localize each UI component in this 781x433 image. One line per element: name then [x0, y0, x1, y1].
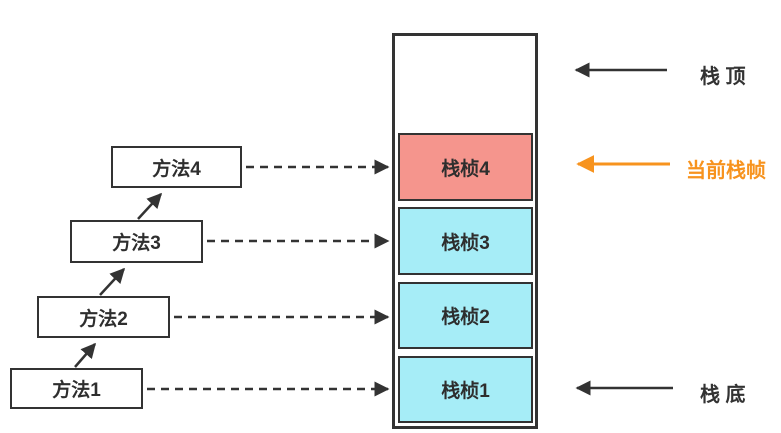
current-frame-label: 当前栈帧 — [686, 160, 766, 182]
method-box-3: 方法3 — [70, 220, 203, 263]
call-arrow-method1-to-method2 — [74, 342, 96, 368]
method-label: 方法2 — [79, 308, 128, 330]
method-label: 方法1 — [52, 380, 101, 401]
method-box-2: 方法2 — [37, 296, 170, 338]
method-box-1: 方法1 — [10, 368, 143, 409]
stack-frame-label: 栈桢3 — [441, 232, 490, 254]
stack-bottom-label: 栈 底 — [700, 384, 746, 406]
stack-top-label: 栈 顶 — [700, 66, 746, 88]
stack-frame-label: 栈桢1 — [441, 381, 490, 402]
method-box-4: 方法4 — [111, 146, 242, 188]
stack-frame-4-current: 栈桢4 — [398, 133, 533, 201]
stack-frame-3: 栈桢3 — [398, 207, 533, 275]
stack-frame-2: 栈桢2 — [398, 282, 533, 349]
stack-frame-label: 栈桢2 — [441, 307, 490, 328]
method-label: 方法4 — [152, 158, 201, 180]
call-arrow-method2-to-method3 — [99, 267, 126, 296]
method-label: 方法3 — [112, 233, 161, 254]
stack-frame-label: 栈桢4 — [441, 158, 490, 180]
stack-frame-1: 栈桢1 — [398, 356, 533, 423]
call-arrow-method3-to-method4 — [137, 192, 163, 220]
